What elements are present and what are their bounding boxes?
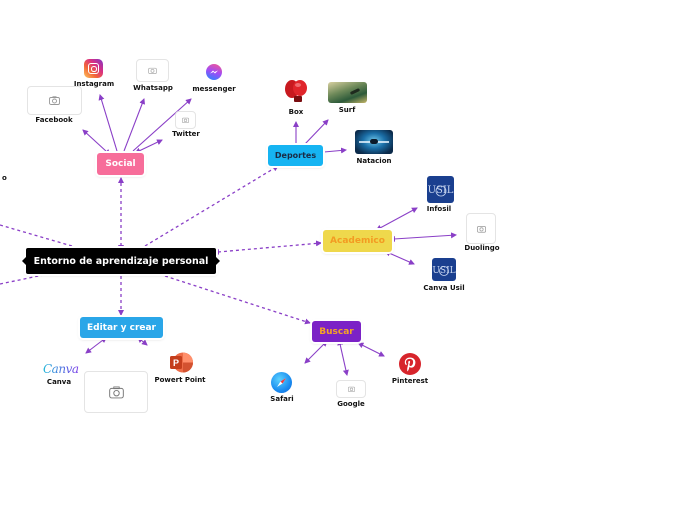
subtopic-natacion-label: Natacion: [356, 157, 392, 165]
subtopic-canva-usil-label: Canva Usil: [423, 284, 465, 292]
topic-editar-y-crear[interactable]: Editar y crear: [80, 317, 163, 338]
topic-buscar[interactable]: Buscar: [312, 321, 361, 342]
subtopic-pinterest-label: Pinterest: [391, 377, 429, 385]
central-topic[interactable]: Entorno de aprendizaje personal: [22, 248, 220, 274]
powerpoint-icon[interactable]: P: [169, 351, 193, 374]
subtopic-twitter-label: Twitter: [172, 130, 200, 138]
canva-logo[interactable]: Canva: [43, 362, 79, 376]
subtopic-whatsapp-image[interactable]: [136, 59, 169, 82]
topic-editar-label: Editar y crear: [86, 322, 156, 333]
subtopic-messenger-label: messenger: [192, 85, 236, 93]
topic-deportes-label: Deportes: [274, 151, 317, 160]
topic-social[interactable]: Social: [97, 153, 144, 175]
connector-central-academico: [213, 240, 322, 255]
connector-offscreen-upper: [0, 224, 73, 247]
subtopic-untitled-image[interactable]: [84, 371, 148, 413]
central-topic-label: Entorno de aprendizaje personal: [33, 255, 209, 267]
pinterest-icon[interactable]: [399, 353, 421, 375]
subtopic-powerpoint-label: Powert Point: [154, 376, 206, 384]
subtopic-facebook-image[interactable]: [27, 86, 82, 115]
subtopic-twitter-image[interactable]: [175, 111, 196, 129]
image-placeholder-icon: [476, 225, 486, 233]
connector-offscreen-lower: [0, 273, 49, 285]
subtopic-box-label: Box: [288, 108, 304, 116]
collapse-handle-left[interactable]: [22, 257, 26, 265]
subtopic-surf-label: Surf: [338, 106, 356, 114]
subtopic-whatsapp-label: Whatsapp: [133, 84, 173, 92]
subtopic-instagram-label: Instagram: [73, 80, 115, 88]
subtopic-infosil-label: Infosil: [426, 205, 452, 213]
subtopic-google-label: Google: [337, 400, 365, 408]
subtopic-safari-label: Safari: [270, 395, 294, 403]
svg-text:P: P: [173, 358, 179, 368]
image-placeholder-icon: [347, 386, 355, 392]
subtopic-google-image[interactable]: [336, 380, 366, 398]
subtopic-canva-label: Canva: [46, 378, 72, 386]
messenger-icon[interactable]: [206, 64, 222, 80]
connector-central-buscar: [164, 275, 311, 325]
collapse-handle-right[interactable]: [216, 257, 220, 265]
image-placeholder-icon: [108, 386, 124, 398]
topic-academico[interactable]: Academico: [323, 230, 392, 252]
topic-academico-label: Academico: [330, 236, 385, 246]
subtopic-duolingo-label: Duolingo: [464, 244, 500, 252]
image-placeholder-icon: [49, 96, 60, 105]
usil-logo-icon[interactable]: USIL: [432, 258, 456, 281]
subtopic-duolingo-image[interactable]: [466, 213, 496, 244]
svg-text:USIL: USIL: [432, 266, 455, 276]
subtopic-facebook-label: Facebook: [35, 116, 73, 124]
connector-central-deportes: [144, 165, 279, 247]
topic-buscar-label: Buscar: [319, 326, 354, 337]
topic-social-label: Social: [105, 159, 136, 169]
image-placeholder-icon: [182, 117, 189, 123]
usil-logo-icon[interactable]: USIL: [427, 176, 454, 203]
instagram-icon[interactable]: [84, 59, 103, 78]
surf-photo[interactable]: [328, 82, 367, 103]
boxing-glove-icon[interactable]: [282, 77, 310, 105]
safari-icon[interactable]: [271, 372, 292, 393]
svg-text:USIL: USIL: [428, 185, 454, 196]
image-placeholder-icon: [148, 67, 157, 74]
offscreen-node-label-fragment: o: [2, 174, 7, 182]
topic-deportes[interactable]: Deportes: [268, 145, 323, 166]
swimming-photo[interactable]: [355, 130, 393, 154]
